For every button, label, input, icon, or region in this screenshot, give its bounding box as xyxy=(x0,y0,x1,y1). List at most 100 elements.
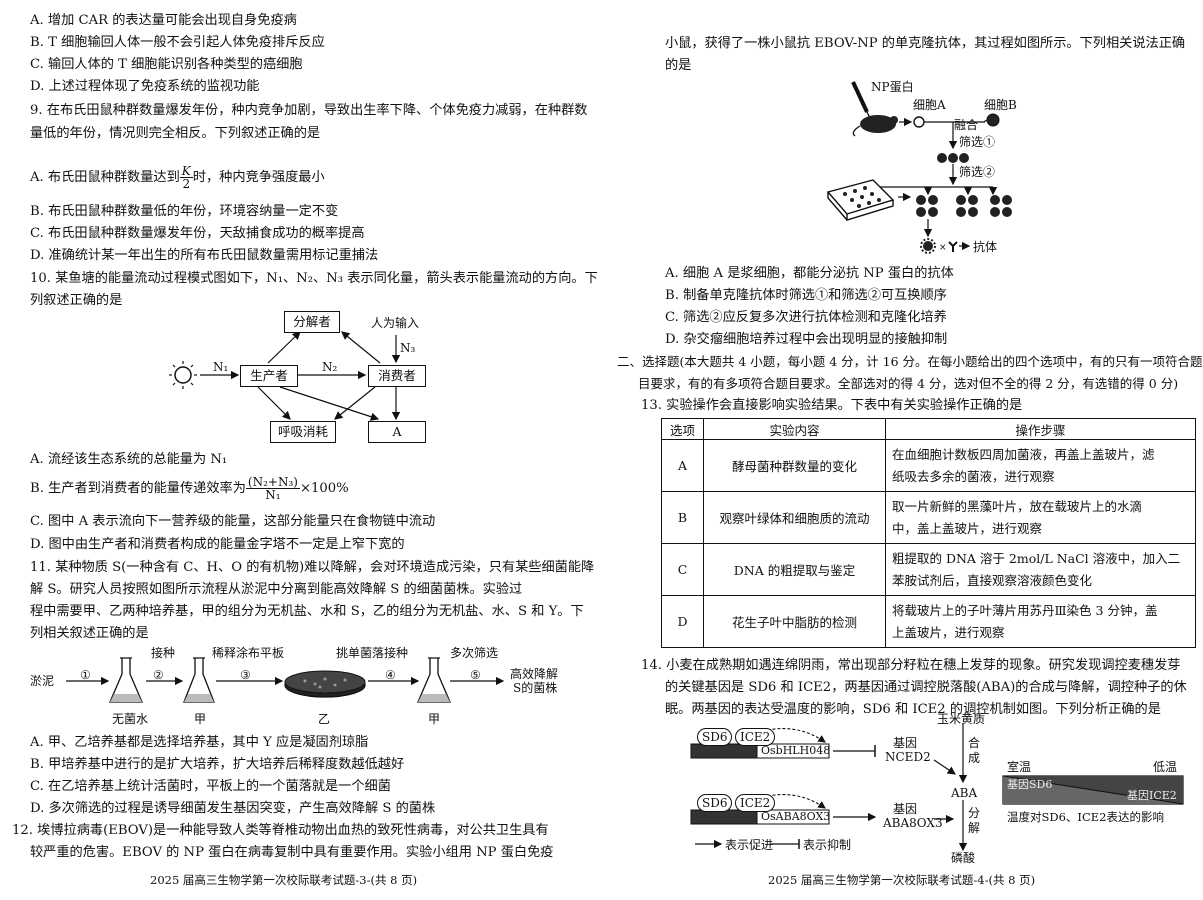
cell-a-icon xyxy=(913,116,925,128)
q10-option-a: A. 流经该生态系统的总能量为 N₁ xyxy=(30,452,228,467)
q11-option-a: A. 甲、乙培养基都是选择培养基，其中 Y 应是凝固剂琼脂 xyxy=(30,735,369,750)
sun-icon xyxy=(169,361,197,389)
section2-heading-line2: 目要求，有的有多项符合题目要求。全部选对的得 4 分，选对但不全的得 2 分，有… xyxy=(638,376,1179,391)
promote-legend-label: 表示促进 xyxy=(725,838,774,852)
temperature-expression-wedge xyxy=(1002,775,1184,805)
step5-label: ⑤ xyxy=(470,668,481,682)
q9-option-d: D. 准确统计某一年出生的所有布氏田鼠数量需用标记重捕法 xyxy=(30,248,379,263)
q13-stem: 13. 实验操作会直接影响实验结果。下表中有关实验操作正确的是 xyxy=(641,398,1023,413)
right-page: 小鼠，获得了一株小鼠抗 EBOV-NP 的单克隆抗体，其过程如图所示。下列相关说… xyxy=(603,0,1203,900)
table-row: D 花生子叶中脂肪的检测 将载玻片上的子叶薄片用苏丹Ⅲ染色 3 分钟，盖上盖玻片… xyxy=(661,595,1196,648)
gene-ice2-wedge-label: 基因ICE2 xyxy=(1127,789,1177,802)
cell-b-label: 细胞B xyxy=(984,98,1017,112)
mab-process-graphics: × xyxy=(826,81,1012,254)
cell-b-icon xyxy=(986,113,1000,127)
experiment-table: 选项 实验内容 操作步骤 A 酵母菌种群数量的变化 在血细胞计数板四周加菌液，再… xyxy=(661,418,1196,648)
isolation-flow-diagram: 淤泥 ① ② ③ ④ ⑤ 接种 稀释涂布平板 挑单菌落接种 多次筛选 高效降解 … xyxy=(0,640,600,732)
energy-flow-arrows xyxy=(169,331,401,421)
consumer-box: 消费者 xyxy=(368,365,426,387)
gear-cell-icon xyxy=(920,238,936,254)
gene-osbhlh048-label: OsbHLH048 xyxy=(761,744,831,757)
aba8ox3-label-a: 基因 xyxy=(893,802,918,816)
aba-label: ABA xyxy=(951,786,978,800)
jia2-label: 甲 xyxy=(428,712,441,726)
page-footer-4: 2025 届高三生物学第一次校际联考试题-4-(共 8 页) xyxy=(768,873,1036,887)
medium-jia-flask-icon xyxy=(183,657,215,703)
q9-stem-line1: 9. 在布氏田鼠种群数量爆发年份，种内竞争加剧，导致出生率下降、个体免疫力减弱，… xyxy=(30,103,588,118)
q12-stem-line3: 小鼠，获得了一株小鼠抗 EBOV-NP 的单克隆抗体，其过程如图所示。下列相关说… xyxy=(665,36,1186,51)
q14-stem-line2: 的关键基因是 SD6 和 ICE2，两基因通过调控脱落酸(ABA)的合成与降解，… xyxy=(665,680,1187,695)
q14-stem-line3: 眠。两基因的表达受温度的影响，SD6 和 ICE2 的调控机制如图。下列分析正确… xyxy=(665,702,1161,717)
table-row: A 酵母菌种群数量的变化 在血细胞计数板四周加菌液，再盖上盖玻片，滤纸吸去多余的… xyxy=(661,439,1196,492)
q12-stem-line4: 的是 xyxy=(665,58,692,73)
room-temp-label: 室温 xyxy=(1007,760,1032,774)
clone-cells-icon xyxy=(916,195,1012,217)
nced2-label-a: 基因 xyxy=(893,736,918,750)
gene-regulation-graphics xyxy=(690,724,1184,852)
jia-label: 甲 xyxy=(194,712,207,726)
q12-option-d: D. 杂交瘤细胞培养过程中会出现明显的接触抑制 xyxy=(665,332,948,347)
yi-label: 乙 xyxy=(318,712,331,726)
q11-stem-line4: 列相关叙述正确的是 xyxy=(30,626,149,641)
dilute-label: 稀释涂布平板 xyxy=(212,646,285,660)
ice2-oval-2: ICE2 xyxy=(735,794,776,812)
q12-option-b: B. 制备单克隆抗体时筛选①和筛选②可互换顺序 xyxy=(665,288,947,303)
n2-label: N₂ xyxy=(322,360,338,374)
q8-option-b: B. T 细胞输回人体一般不会引起人体免疫排斥反应 xyxy=(30,35,325,50)
degradation-label-b: 解 xyxy=(968,821,981,835)
q11-stem-line2: 解 S。研究人员按照如图所示流程从淤泥中分离到能高效降解 S 的细菌菌株。实验过 xyxy=(30,582,523,597)
left-page: A. 增加 CAR 的表达量可能会出现自身免疫病 B. T 细胞输回人体一般不会… xyxy=(0,0,600,900)
energy-flow-diagram: 分解者 人为输入 N₃ N₁ N₂ 生产者 消费者 呼吸消耗 A xyxy=(0,305,600,445)
multi-screen-label: 多次筛选 xyxy=(450,646,499,660)
table-header-steps: 操作步骤 xyxy=(885,418,1196,440)
ice2-oval-1: ICE2 xyxy=(735,728,776,746)
q8-option-c: C. 输回人体的 T 细胞能识别各种类型的癌细胞 xyxy=(30,57,303,72)
antibody-label: 抗体 xyxy=(973,240,998,254)
a-box: A xyxy=(368,421,426,443)
step1-label: ① xyxy=(80,668,91,682)
cell-a-label: 细胞A xyxy=(913,98,946,112)
step4-label: ④ xyxy=(385,668,396,682)
step2-label: ② xyxy=(153,668,164,682)
q9-option-c: C. 布氏田鼠种群数量爆发年份，天敌捕食成功的概率提高 xyxy=(30,226,365,241)
cross-mark-icon: × xyxy=(939,243,947,253)
q10-stem-line1: 10. 某鱼塘的能量流动过程模式图如下，N₁、N₂、N₃ 表示同化量，箭头表示能… xyxy=(30,271,598,286)
q10-stem-line2: 列叙述正确的是 xyxy=(30,293,123,308)
fusion-label: 融合 xyxy=(954,118,979,132)
result-label-line1: 高效降解 xyxy=(510,667,559,681)
result-label-line2: S的菌株 xyxy=(513,681,558,695)
phaseic-acid-label: 磷酸 xyxy=(951,851,976,865)
hybrid-cells-icon xyxy=(937,153,969,163)
gene-sd6-wedge-label: 基因SD6 xyxy=(1007,778,1053,791)
zeaxanthin-label: 玉米黄质 xyxy=(937,712,986,726)
aba8ox3-label-b: ABA8OX3 xyxy=(883,816,943,830)
temperature-caption: 温度对SD6、ICE2表达的影响 xyxy=(1007,810,1164,824)
medium-jia2-flask-icon xyxy=(417,657,451,703)
q10-option-d: D. 图中由生产者和消费者构成的能量金字塔不一定是上窄下宽的 xyxy=(30,537,405,552)
inhibit-legend-label: 表示抑制 xyxy=(803,838,852,852)
gene-osaba8ox3-label: OsABA8OX3 xyxy=(761,810,831,823)
n3-label: N₃ xyxy=(400,341,416,355)
petri-dish-icon xyxy=(284,670,366,698)
q11-stem-line3: 程中需要甲、乙两种培养基，甲的组分为无机盐、水和 S，乙的组分为无机盐、水、S … xyxy=(30,604,584,619)
q12-stem-line1: 12. 埃博拉病毒(EBOV)是一种能导致人类等脊椎动物出血热的致死性病毒，对公… xyxy=(12,823,549,838)
synthesis-label-b: 成 xyxy=(968,751,981,765)
pick-label: 挑单菌落接种 xyxy=(336,646,409,660)
inoculate-label: 接种 xyxy=(151,646,176,660)
step3-label: ③ xyxy=(240,668,251,682)
degradation-label-a: 分 xyxy=(968,806,981,820)
q10-option-b: B. 生产者到消费者的能量传递效率为(N₂+N₃)N₁×100% xyxy=(30,475,349,502)
mud-label: 淤泥 xyxy=(30,674,55,688)
q12-option-a: A. 细胞 A 是浆细胞，都能分泌抗 NP 蛋白的抗体 xyxy=(665,266,954,281)
human-input-label: 人为输入 xyxy=(371,316,420,330)
n1-label: N₁ xyxy=(213,360,229,374)
q9-stem-line2: 量低的年份，情况则完全相反。下列叙述正确的是 xyxy=(30,126,321,141)
q8-option-d: D. 上述过程体现了免疫系统的监视功能 xyxy=(30,79,260,94)
q11-option-d: D. 多次筛选的过程是诱导细菌发生基因突变，产生高效降解 S 的菌株 xyxy=(30,801,436,816)
table-header-content: 实验内容 xyxy=(703,418,886,440)
sterile-water-label: 无菌水 xyxy=(112,712,149,726)
table-header-option: 选项 xyxy=(661,418,704,440)
q12-option-c: C. 筛选②应反复多次进行抗体检测和克隆化培养 xyxy=(665,310,947,325)
